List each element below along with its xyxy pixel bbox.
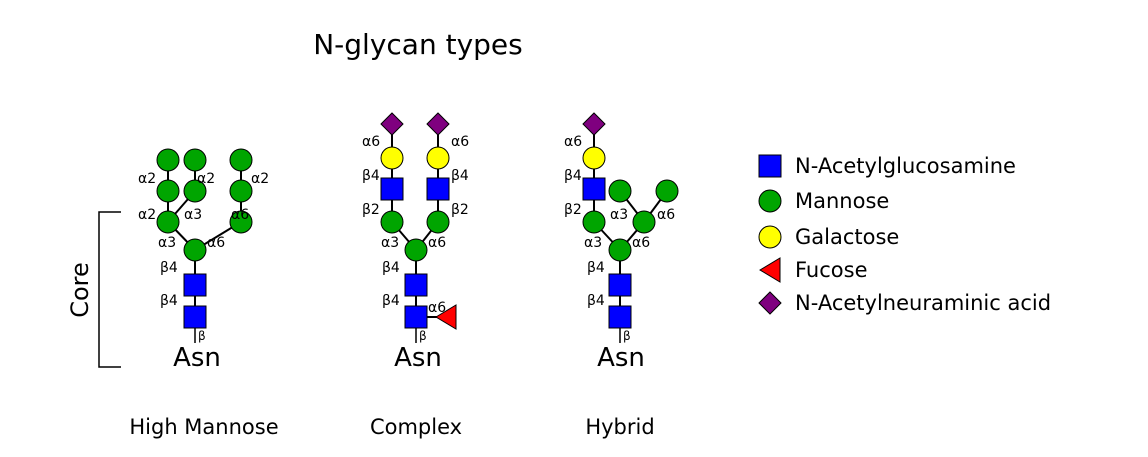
mannose-circle <box>632 210 656 234</box>
linkage-label: α6 <box>632 235 650 251</box>
mannose-circle <box>156 148 180 172</box>
galactose-circle <box>426 146 450 170</box>
glcnac-square-1 <box>404 305 428 329</box>
diagram-title: N-glycan types <box>313 28 523 61</box>
linkage-label: β4 <box>564 168 582 184</box>
mannose-circle <box>156 179 180 203</box>
linkage-label: α6 <box>451 134 469 150</box>
linkage-label: β4 <box>160 260 178 276</box>
structure-name-complex: Complex <box>370 415 462 439</box>
linkage-label: β2 <box>564 202 582 218</box>
mannose-circle-icon <box>758 189 782 213</box>
linkage-label: α3 <box>610 207 628 223</box>
glcnac-square <box>380 177 404 201</box>
mannose-circle <box>183 179 207 203</box>
structure-high-mannose: β4 β4 α3 α6 α2 α3 α6 α2 α2 α2 β Asn High… <box>129 148 279 439</box>
asn-label: Asn <box>597 343 645 373</box>
neu5ac-diamond <box>380 112 404 136</box>
structure-hybrid: β4 β4 α3 α6 β2 α3 α6 β4 α6 β Asn Hybrid <box>564 112 679 439</box>
linkage-label: β4 <box>451 168 469 184</box>
linkage-label: β4 <box>382 260 400 276</box>
linkage-label: β <box>198 329 206 343</box>
linkage-label: α6 <box>207 235 225 251</box>
linkage-label: β4 <box>587 293 605 309</box>
structure-complex: β4 α6 β4 α3 α6 β2 β2 β4 β4 α6 α6 β Asn C… <box>362 112 469 439</box>
linkage-label: β <box>419 329 427 343</box>
glcnac-square <box>426 177 450 201</box>
structure-name-high-mannose: High Mannose <box>129 415 278 439</box>
mannose-circle <box>380 210 404 234</box>
glcnac-square-icon <box>758 154 782 178</box>
mannose-circle <box>404 238 428 262</box>
linkage-label: α2 <box>138 207 156 223</box>
mannose-circle <box>183 148 207 172</box>
linkage-label: α2 <box>197 171 215 187</box>
legend-item-galactose: Galactose <box>758 225 899 249</box>
linkage-label: α3 <box>158 235 176 251</box>
linkage-label: β <box>623 329 631 343</box>
linkage-label: α6 <box>428 235 446 251</box>
linkage-label: α3 <box>584 235 602 251</box>
glcnac-square-1 <box>183 305 207 329</box>
fucose-triangle-icon <box>759 257 781 283</box>
legend-label: Fucose <box>795 258 868 282</box>
legend-item-fucose: Fucose <box>759 257 868 283</box>
glcnac-square <box>582 177 606 201</box>
linkage-label: β4 <box>382 293 400 309</box>
linkage-label: β4 <box>587 260 605 276</box>
legend-item-neu5ac: N-Acetylneuraminic acid <box>758 291 1051 315</box>
glcnac-square-1 <box>608 305 632 329</box>
mannose-circle <box>608 179 632 203</box>
legend-item-mannose: Mannose <box>758 189 889 213</box>
legend-label: Mannose <box>795 189 889 213</box>
linkage-label: α3 <box>184 207 202 223</box>
mannose-circle <box>608 238 632 262</box>
mannose-circle <box>156 210 180 234</box>
neu5ac-diamond-icon <box>758 291 782 315</box>
glcnac-square-2 <box>608 273 632 297</box>
linkage-label: β2 <box>451 202 469 218</box>
mannose-circle <box>229 210 253 234</box>
mannose-circle <box>426 210 450 234</box>
neu5ac-diamond <box>426 112 450 136</box>
galactose-circle-icon <box>758 225 782 249</box>
galactose-circle <box>582 146 606 170</box>
legend-label: N-Acetylglucosamine <box>795 154 1016 178</box>
linkage-label: α2 <box>251 171 269 187</box>
mannose-circle <box>655 179 679 203</box>
legend-label: N-Acetylneuraminic acid <box>795 291 1051 315</box>
asn-label: Asn <box>173 343 221 373</box>
linkage-label: β4 <box>160 293 178 309</box>
linkage-label: α6 <box>428 300 446 316</box>
glcnac-square-2 <box>404 273 428 297</box>
core-label: Core <box>66 262 94 318</box>
mannose-circle <box>582 210 606 234</box>
neu5ac-diamond <box>582 112 606 136</box>
asn-label: Asn <box>394 343 442 373</box>
core-bracket: Core <box>66 211 121 368</box>
linkage-label: α6 <box>564 134 582 150</box>
linkage-label: α2 <box>138 171 156 187</box>
glcnac-square-2 <box>183 273 207 297</box>
structure-name-hybrid: Hybrid <box>585 415 654 439</box>
galactose-circle <box>380 146 404 170</box>
linkage-label: α3 <box>381 235 399 251</box>
mannose-circle <box>229 148 253 172</box>
legend: N-Acetylglucosamine Mannose Galactose Fu… <box>758 154 1051 315</box>
mannose-circle <box>229 179 253 203</box>
linkage-label: α6 <box>657 207 675 223</box>
linkage-label: β4 <box>362 168 380 184</box>
linkage-label: α6 <box>231 207 249 223</box>
linkage-label: α6 <box>362 134 380 150</box>
legend-label: Galactose <box>795 225 899 249</box>
mannose-circle <box>183 238 207 262</box>
fucose-triangle <box>435 304 457 330</box>
legend-item-glcnac: N-Acetylglucosamine <box>758 154 1016 178</box>
linkage-label: β2 <box>362 202 380 218</box>
